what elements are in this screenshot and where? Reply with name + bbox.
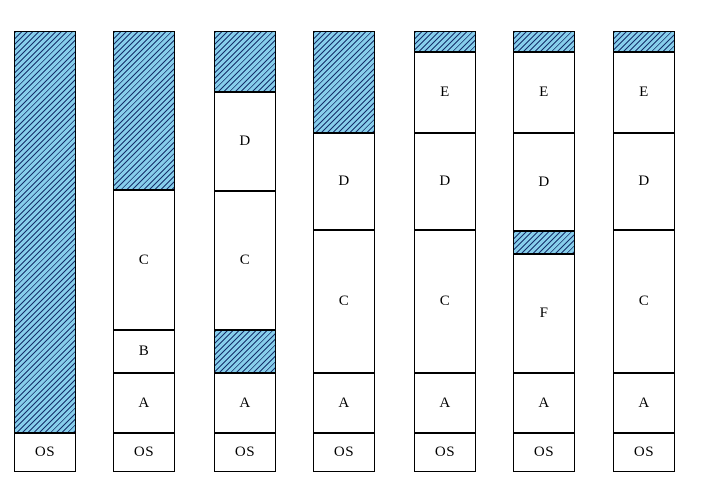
block-label: C (439, 293, 451, 309)
free-space-block (14, 31, 76, 433)
free-space-block (214, 31, 276, 92)
memory-block-c: C (313, 230, 375, 373)
memory-block-d: D (214, 92, 276, 191)
memory-block-f: F (513, 254, 575, 373)
block-label: E (639, 84, 649, 100)
memory-column-6: E D F A OS (513, 0, 575, 487)
block-label: C (338, 293, 350, 309)
memory-block-os: OS (113, 433, 175, 472)
block-label: OS (133, 444, 155, 460)
memory-block-a: A (613, 373, 675, 433)
block-label: E (539, 84, 549, 100)
memory-column-5: E D C A OS (414, 0, 476, 487)
memory-block-e: E (414, 52, 476, 133)
free-space-block (113, 31, 175, 190)
block-label: OS (533, 444, 555, 460)
memory-block-c: C (214, 191, 276, 330)
memory-block-d: D (513, 133, 575, 231)
memory-column-7: E D C A OS (613, 0, 675, 487)
memory-block-os: OS (513, 433, 575, 472)
block-label: A (138, 394, 150, 411)
memory-block-c: C (613, 230, 675, 373)
memory-block-os: OS (414, 433, 476, 472)
block-label: F (539, 305, 549, 321)
block-label: OS (333, 444, 355, 460)
block-label: C (638, 293, 650, 309)
memory-block-c: C (113, 190, 175, 330)
block-label: D (638, 173, 650, 189)
memory-block-b: B (113, 330, 175, 373)
free-space-block (313, 31, 375, 133)
block-label: D (338, 173, 350, 189)
free-space-block (513, 31, 575, 52)
block-label: D (239, 133, 251, 149)
memory-block-a: A (214, 373, 276, 433)
free-space-block (414, 31, 476, 52)
memory-block-a: A (414, 373, 476, 433)
block-label: D (439, 173, 451, 189)
memory-block-os: OS (214, 433, 276, 472)
block-label: C (138, 251, 150, 268)
memory-block-e: E (613, 52, 675, 133)
block-label: D (538, 173, 550, 190)
memory-column-4: D C A OS (313, 0, 375, 487)
block-label: E (440, 84, 450, 100)
memory-block-a: A (313, 373, 375, 433)
memory-column-2: C B A OS (113, 0, 175, 487)
memory-column-1: OS (14, 0, 76, 487)
block-label: A (338, 394, 350, 411)
block-label: C (239, 252, 251, 268)
memory-block-d: D (313, 133, 375, 230)
block-label: A (538, 394, 550, 411)
memory-block-a: A (513, 373, 575, 433)
memory-block-os: OS (613, 433, 675, 472)
block-label: A (439, 394, 451, 411)
block-label: A (239, 394, 251, 411)
memory-block-os: OS (14, 433, 76, 472)
free-space-block (214, 330, 276, 373)
memory-column-3: D C A OS (214, 0, 276, 487)
block-label: OS (34, 444, 56, 460)
block-label: OS (633, 444, 655, 460)
block-label: OS (434, 444, 456, 460)
memory-block-c: C (414, 230, 476, 373)
block-label: OS (234, 444, 256, 460)
memory-block-d: D (414, 133, 476, 230)
memory-block-os: OS (313, 433, 375, 472)
memory-block-e: E (513, 52, 575, 133)
memory-block-d: D (613, 133, 675, 230)
block-label: B (138, 343, 150, 359)
memory-block-a: A (113, 373, 175, 433)
free-space-block (613, 31, 675, 52)
block-label: A (638, 394, 650, 411)
free-space-block (513, 231, 575, 254)
